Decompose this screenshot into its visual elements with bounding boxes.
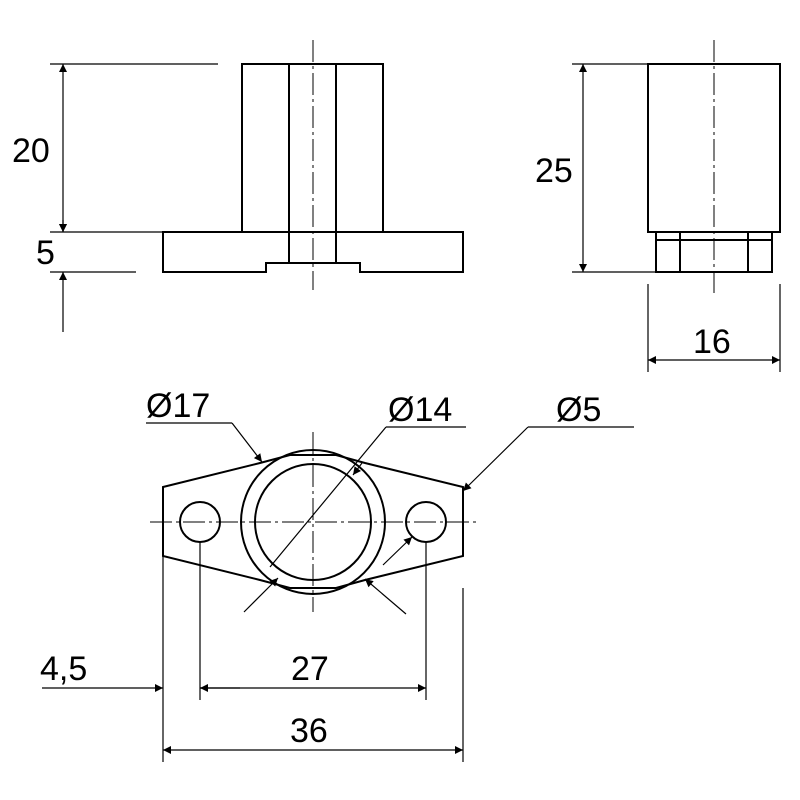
top-flange-outline bbox=[162, 454, 464, 589]
leader-dia14-opposite bbox=[364, 578, 407, 615]
dim-label-36: 36 bbox=[290, 712, 328, 750]
dim-label-4-5: 4,5 bbox=[40, 650, 87, 688]
front-flange-outline bbox=[162, 231, 464, 273]
dim-label-dia17: Ø17 bbox=[146, 387, 210, 425]
front-view: 20 5 bbox=[12, 40, 464, 332]
dim-label-27: 27 bbox=[291, 650, 329, 688]
dim-label-25: 25 bbox=[535, 152, 573, 190]
side-view: 25 16 bbox=[535, 40, 781, 372]
leader-dia17-opposite bbox=[243, 577, 279, 613]
leader-dia17 bbox=[231, 422, 263, 463]
leader-dia5-opposite bbox=[382, 536, 413, 566]
leader-dia14-diag bbox=[352, 462, 363, 476]
dim-label-dia14: Ø14 bbox=[388, 391, 452, 429]
leader-dia5 bbox=[462, 426, 529, 492]
leader-dia14 bbox=[269, 426, 387, 568]
dim-label-5: 5 bbox=[36, 234, 55, 272]
top-view: Ø17 Ø14 Ø5 4,5 27 36 bbox=[40, 387, 634, 762]
dim-label-16: 16 bbox=[693, 323, 731, 361]
dim-label-dia5: Ø5 bbox=[556, 391, 601, 429]
dim-label-20: 20 bbox=[12, 132, 50, 170]
